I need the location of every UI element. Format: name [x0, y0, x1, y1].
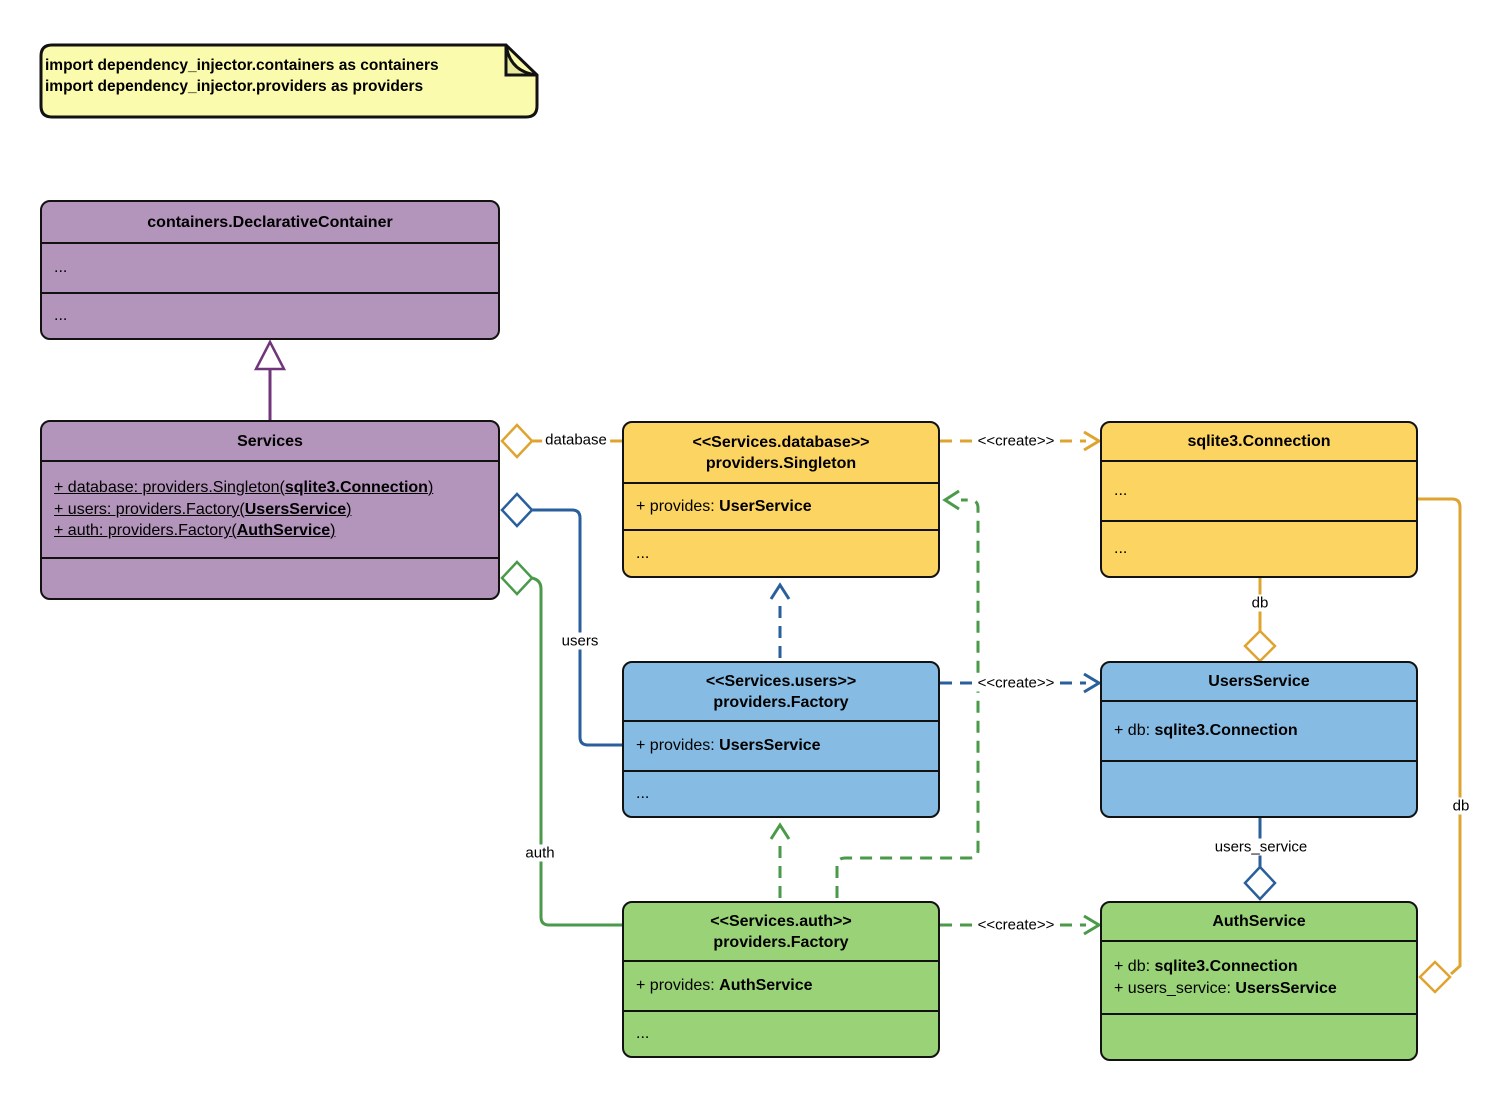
attr-type: sqlite3.Connection	[1154, 958, 1298, 975]
db-auth-aggregation-line	[1418, 497, 1462, 976]
class-name: providers.Factory	[713, 693, 849, 711]
class-title: <<Services.database>> providers.Singleto…	[624, 423, 938, 482]
class-users-service: UsersService + db: sqlite3.Connection	[1100, 661, 1418, 818]
stereotype: <<Services.auth>>	[710, 912, 852, 930]
class-methods-section	[42, 557, 498, 598]
class-attributes-section: + provides: UserService	[624, 482, 938, 529]
attr-text: + provides:	[636, 977, 720, 995]
class-title: sqlite3.Connection	[1187, 433, 1331, 450]
class-methods-section: ...	[1102, 520, 1416, 576]
edge-label-create-users: <<create>>	[974, 674, 1058, 692]
attribute-database: + database: providers.Singleton(sqlite3.…	[54, 477, 486, 499]
dependency-auth-to-users-arrowhead	[769, 822, 791, 840]
attribute-db: + db: sqlite3.Connection	[1114, 956, 1404, 978]
edge-label-users: users	[558, 632, 602, 650]
class-methods-section	[1102, 1013, 1416, 1059]
note-line-2: import dependency_injector.providers as …	[45, 78, 424, 95]
class-title: <<Services.users>> providers.Factory	[624, 663, 938, 720]
class-attributes-section: + provides: UsersService	[624, 720, 938, 770]
generalization-triangle-arrowhead	[253, 339, 287, 371]
class-name: providers.Singleton	[705, 454, 857, 472]
attr-text: + provides:	[636, 737, 720, 755]
database-aggregation-diamond	[500, 423, 534, 459]
dependency-auth-to-singleton-arrowhead	[942, 489, 960, 511]
class-attributes-section: ...	[1102, 460, 1416, 520]
db-auth-aggregation-diamond	[1418, 960, 1452, 994]
class-title: Services	[237, 432, 303, 450]
attr-type: UsersService	[244, 500, 347, 518]
class-sqlite3-connection: sqlite3.Connection ... ...	[1100, 421, 1418, 578]
attr-type: AuthService	[719, 977, 813, 995]
attr-text: + auth: providers.Factory(	[54, 522, 237, 540]
class-attributes-section: + database: providers.Singleton(sqlite3.…	[42, 460, 498, 557]
attr-text: )	[346, 500, 352, 518]
class-name: providers.Factory	[713, 933, 849, 951]
class-attributes-section: ...	[42, 242, 498, 292]
stereotype: <<Services.users>>	[705, 672, 857, 690]
class-factory-users: <<Services.users>> providers.Factory + p…	[622, 661, 940, 818]
auth-aggregation-diamond	[500, 560, 534, 596]
attribute-provides: + provides: UsersService	[636, 735, 926, 757]
class-title: AuthService	[1212, 913, 1306, 930]
create-users-arrowhead	[1083, 672, 1102, 694]
edge-label-create-database: <<create>>	[974, 432, 1058, 450]
create-database-arrowhead	[1083, 430, 1102, 452]
create-auth-arrowhead	[1083, 914, 1102, 936]
users-aggregation-diamond	[500, 492, 534, 528]
attribute-auth: + auth: providers.Factory(AuthService)	[54, 520, 486, 542]
edge-label-db-auth: db	[1449, 797, 1473, 815]
class-attributes-section: + provides: AuthService	[624, 960, 938, 1010]
attribute-db: + db: sqlite3.Connection	[1114, 720, 1404, 742]
attr-text: + users_service:	[1114, 979, 1236, 997]
class-singleton-database: <<Services.database>> providers.Singleto…	[622, 421, 940, 578]
class-attributes-section: + db: sqlite3.Connection + users_service…	[1102, 940, 1416, 1013]
note-line-1: import dependency_injector.containers as…	[45, 57, 439, 74]
class-auth-service: AuthService + db: sqlite3.Connection + u…	[1100, 901, 1418, 1061]
attr-type: AuthService	[236, 522, 331, 540]
users-service-aggregation-diamond	[1243, 865, 1277, 901]
attr-type: sqlite3.Connection	[284, 479, 428, 497]
attribute-users: + users: providers.Factory(UsersService)	[54, 499, 486, 521]
edge-label-db-users: db	[1248, 594, 1272, 612]
class-methods-section: ...	[624, 1010, 938, 1056]
attribute-users-service: + users_service: UsersService	[1114, 978, 1404, 1000]
attr-type: UsersService	[1235, 979, 1337, 997]
attr-text: )	[427, 479, 434, 497]
attr-text: + database: providers.Singleton(	[54, 479, 285, 497]
edge-label-database: database	[542, 431, 610, 449]
attr-type: UserService	[719, 497, 812, 515]
users-aggregation-line	[532, 508, 622, 747]
class-title: containers.DeclarativeContainer	[147, 213, 393, 231]
class-declarative-container: containers.DeclarativeContainer ... ...	[40, 200, 500, 340]
edge-label-create-auth: <<create>>	[974, 916, 1058, 934]
attr-type: UsersService	[719, 737, 821, 755]
attribute-provides: + provides: AuthService	[636, 975, 926, 997]
attr-text: )	[330, 522, 336, 540]
class-factory-auth: <<Services.auth>> providers.Factory + pr…	[622, 901, 940, 1058]
dependency-users-to-singleton-arrowhead	[769, 582, 791, 600]
class-methods-section	[1102, 760, 1416, 816]
stereotype: <<Services.database>>	[692, 433, 870, 451]
edge-label-users-service: users_service	[1211, 838, 1311, 856]
class-attributes-section: + db: sqlite3.Connection	[1102, 700, 1416, 760]
class-services: Services + database: providers.Singleton…	[40, 420, 500, 600]
attr-text: + db:	[1114, 958, 1155, 975]
class-title: <<Services.auth>> providers.Factory	[624, 903, 938, 960]
class-methods-section: ...	[624, 529, 938, 576]
attr-text: + db:	[1114, 722, 1155, 740]
note-fold-corner	[504, 44, 538, 77]
class-methods-section: ...	[42, 292, 498, 338]
class-title: UsersService	[1208, 673, 1310, 690]
attr-type: sqlite3.Connection	[1154, 722, 1298, 740]
attr-text: + users: providers.Factory(	[54, 500, 245, 518]
attribute-provides: + provides: UserService	[636, 496, 926, 518]
edge-label-auth: auth	[522, 844, 558, 862]
class-methods-section: ...	[624, 770, 938, 816]
db-users-aggregation-diamond	[1243, 629, 1277, 663]
attr-text: + provides:	[636, 497, 720, 515]
import-note: import dependency_injector.containers as…	[45, 55, 439, 97]
auth-aggregation-line	[531, 576, 622, 927]
